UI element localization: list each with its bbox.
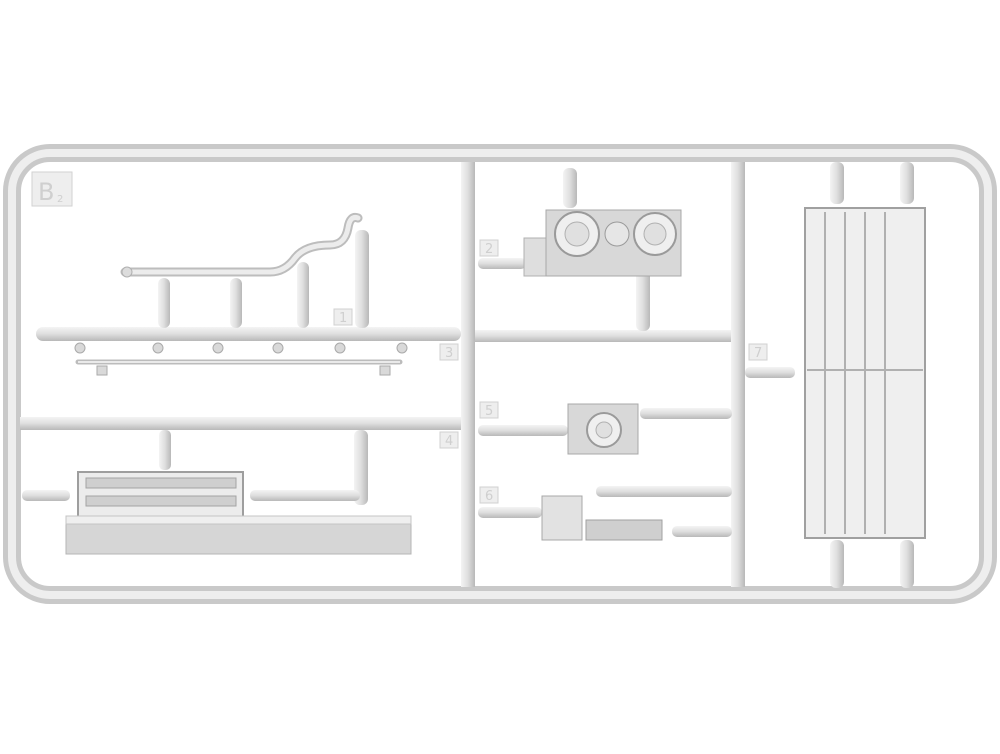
- part-3-rod: [74, 342, 408, 376]
- part-tag-7: 7: [754, 346, 762, 361]
- part-tag-5: 5: [485, 404, 493, 419]
- vertical-runners: [461, 162, 745, 587]
- part-5-housing: [478, 403, 732, 455]
- horizontal-runners: [20, 327, 731, 430]
- part-number-tags: 1 2 3 4 5 6 7: [333, 239, 768, 504]
- part-6-block: [478, 486, 732, 541]
- frame-number: 2: [57, 194, 63, 205]
- part-tag-2: 2: [485, 242, 493, 257]
- frame-id-label: B 2: [31, 171, 73, 207]
- part-tag-3: 3: [445, 346, 453, 361]
- part-tag-1: 1: [339, 311, 347, 326]
- frame-letter: B: [38, 178, 54, 206]
- part-tag-6: 6: [485, 489, 493, 504]
- part-2-gearbox: [478, 168, 682, 331]
- part-4-tray: [22, 430, 412, 555]
- part-1-pipe: [120, 213, 369, 328]
- part-tag-4: 4: [445, 434, 453, 449]
- part-7-grille: [745, 162, 926, 588]
